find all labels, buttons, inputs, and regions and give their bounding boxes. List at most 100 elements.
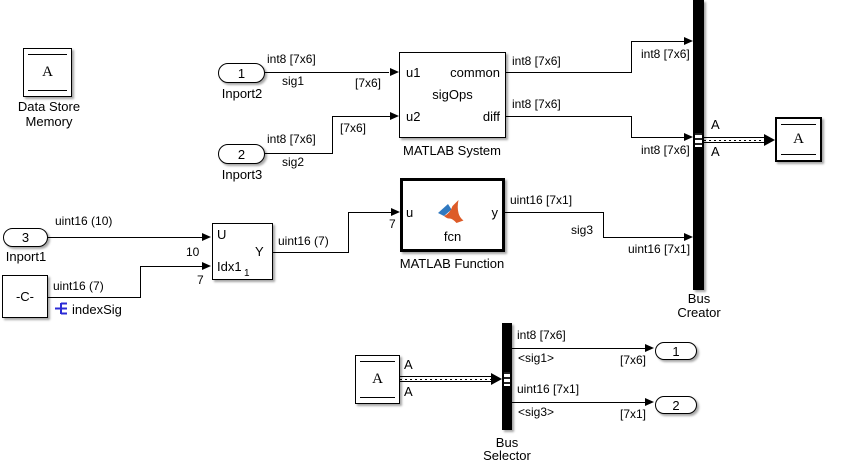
- data-store-memory-label-2: Memory: [25, 114, 73, 129]
- bus-out-label-above: A: [711, 117, 720, 132]
- selector-block[interactable]: [212, 223, 273, 280]
- sig1-type-annotation: int8 [7x6]: [267, 52, 316, 66]
- sig3-type-annotation: uint16 [7x1]: [510, 193, 573, 207]
- data-store-write-name: A: [793, 131, 804, 147]
- data-store-top-line: [781, 124, 816, 125]
- data-store-write-block[interactable]: A: [775, 117, 822, 162]
- arrowhead: [390, 112, 399, 120]
- outport1-block[interactable]: 1: [655, 342, 697, 360]
- constant-block[interactable]: -C-: [2, 275, 48, 318]
- matlab-system-title: sigOps: [432, 87, 473, 102]
- bus-out-label-below: A: [711, 144, 720, 159]
- constant-value: -C-: [15, 289, 35, 304]
- data-store-memory-block[interactable]: A: [23, 48, 72, 97]
- data-store-top-line: [360, 361, 395, 362]
- signal-line-sig3-seg2[interactable]: [603, 212, 604, 238]
- sig3-type-at-bus-annotation: uint16 [7x1]: [628, 242, 691, 256]
- data-store-memory-label-1: Data Store: [17, 99, 81, 114]
- sig1-dim-annotation: [7x6]: [355, 76, 382, 90]
- selector-port-u: U: [217, 227, 227, 242]
- signal-line-sig2-seg3[interactable]: [332, 116, 390, 117]
- inport1-type-annotation: uint16 (10): [55, 214, 113, 228]
- signal-line-diff-seg1[interactable]: [506, 116, 632, 117]
- signal-line-selector-out-seg1[interactable]: [273, 252, 349, 253]
- constant-type-annotation: uint16 (7): [53, 279, 104, 293]
- selector-dim-u-annotation: 10: [186, 245, 200, 259]
- matlab-function-title: fcn: [443, 229, 462, 244]
- outport1-number: 1: [672, 343, 680, 359]
- data-store-bottom-line: [28, 90, 67, 91]
- bus-line-A-write[interactable]: [704, 137, 764, 143]
- sig2-name-label[interactable]: sig2: [282, 155, 305, 169]
- sig3-name-label[interactable]: sig3: [571, 223, 594, 237]
- arrowhead: [645, 398, 654, 406]
- bus-line-A-read[interactable]: [400, 376, 491, 382]
- bus-creator-label-1: Bus: [687, 291, 711, 306]
- signal-line-selector-out-seg2[interactable]: [348, 212, 349, 253]
- matlab-system-block[interactable]: [399, 52, 506, 138]
- arrowhead: [491, 373, 502, 385]
- sig2-type-annotation: int8 [7x6]: [267, 132, 316, 146]
- sel-out1-name-label: <sig1>: [518, 351, 555, 365]
- inport3-number: 2: [237, 146, 246, 162]
- selector-dim-idx-annotation: 7: [197, 273, 204, 287]
- read-out-label-below: A: [404, 384, 413, 399]
- arrowhead: [684, 37, 693, 45]
- arrowhead: [202, 233, 211, 241]
- data-store-bottom-line: [360, 397, 395, 398]
- bus-selector-input-port: [503, 371, 511, 387]
- data-store-top-line: [28, 54, 67, 55]
- inport1-block[interactable]: 3: [3, 228, 48, 247]
- matlab-logo-icon: [438, 200, 464, 223]
- inport3-block[interactable]: 2: [218, 144, 265, 164]
- signal-line-sig3-seg1[interactable]: [505, 212, 604, 213]
- common-type-at-bus-annotation: int8 [7x6]: [641, 47, 690, 61]
- signal-line-diff-seg3[interactable]: [631, 137, 684, 138]
- common-type-annotation: int8 [7x6]: [512, 54, 561, 68]
- signal-line-sig2-seg2[interactable]: [332, 116, 333, 154]
- sel-out2-type-annotation: uint16 [7x1]: [517, 382, 580, 396]
- signal-line-common-seg2[interactable]: [631, 41, 632, 73]
- signal-line-sig1[interactable]: [265, 72, 389, 73]
- sel-out1-dim-annotation: [7x6]: [620, 353, 647, 367]
- selector-out-type-annotation: uint16 (7): [278, 234, 329, 248]
- selector-port-y: Y: [255, 244, 264, 259]
- signal-line-sig2-seg1[interactable]: [265, 153, 333, 154]
- signal-line-sel-out2[interactable]: [512, 402, 645, 403]
- arrowhead: [391, 208, 400, 216]
- arrowhead: [684, 133, 693, 141]
- matlab-function-port-y: y: [491, 205, 499, 220]
- outport2-number: 2: [672, 397, 680, 413]
- signal-line-common-seg1[interactable]: [506, 72, 632, 73]
- sig2-dim-annotation: [7x6]: [340, 121, 367, 135]
- signal-line-sel-out1[interactable]: [512, 348, 645, 349]
- signal-line-indexsig-seg3[interactable]: [140, 266, 202, 267]
- signal-line-sig3-seg3[interactable]: [603, 237, 684, 238]
- matlab-function-port-u: u: [406, 205, 414, 220]
- arrowhead: [684, 233, 693, 241]
- inport1-label: Inport1: [5, 249, 47, 264]
- matlab-system-port-diff: diff: [482, 109, 500, 124]
- sig1-name-label[interactable]: sig1: [282, 74, 305, 88]
- sel-out2-name-label: <sig3>: [518, 405, 555, 419]
- arrowhead: [390, 68, 399, 76]
- matlab-system-port-u2: u2: [406, 109, 421, 124]
- data-store-read-block[interactable]: A: [355, 355, 400, 404]
- indexsig-name-label[interactable]: indexSig: [72, 302, 122, 317]
- signal-line-selector-out-seg3[interactable]: [348, 212, 391, 213]
- inport2-block[interactable]: 1: [218, 63, 265, 83]
- signal-line-diff-seg2[interactable]: [631, 116, 632, 138]
- matlab-function-label: MATLAB Function: [399, 256, 505, 271]
- matlab-system-port-common: common: [450, 65, 500, 80]
- inport2-number: 1: [237, 65, 246, 81]
- inport3-label: Inport3: [221, 167, 263, 182]
- read-out-label-above: A: [404, 357, 413, 372]
- signal-line-inport1[interactable]: [48, 237, 202, 238]
- matlab-function-block[interactable]: [400, 178, 505, 252]
- signal-line-indexsig-seg1[interactable]: [48, 297, 141, 298]
- outport2-block[interactable]: 2: [655, 396, 697, 414]
- signal-line-indexsig-seg2[interactable]: [140, 266, 141, 298]
- arrowhead: [645, 344, 654, 352]
- signal-line-common-seg3[interactable]: [631, 41, 684, 42]
- diff-type-annotation: int8 [7x6]: [512, 97, 561, 111]
